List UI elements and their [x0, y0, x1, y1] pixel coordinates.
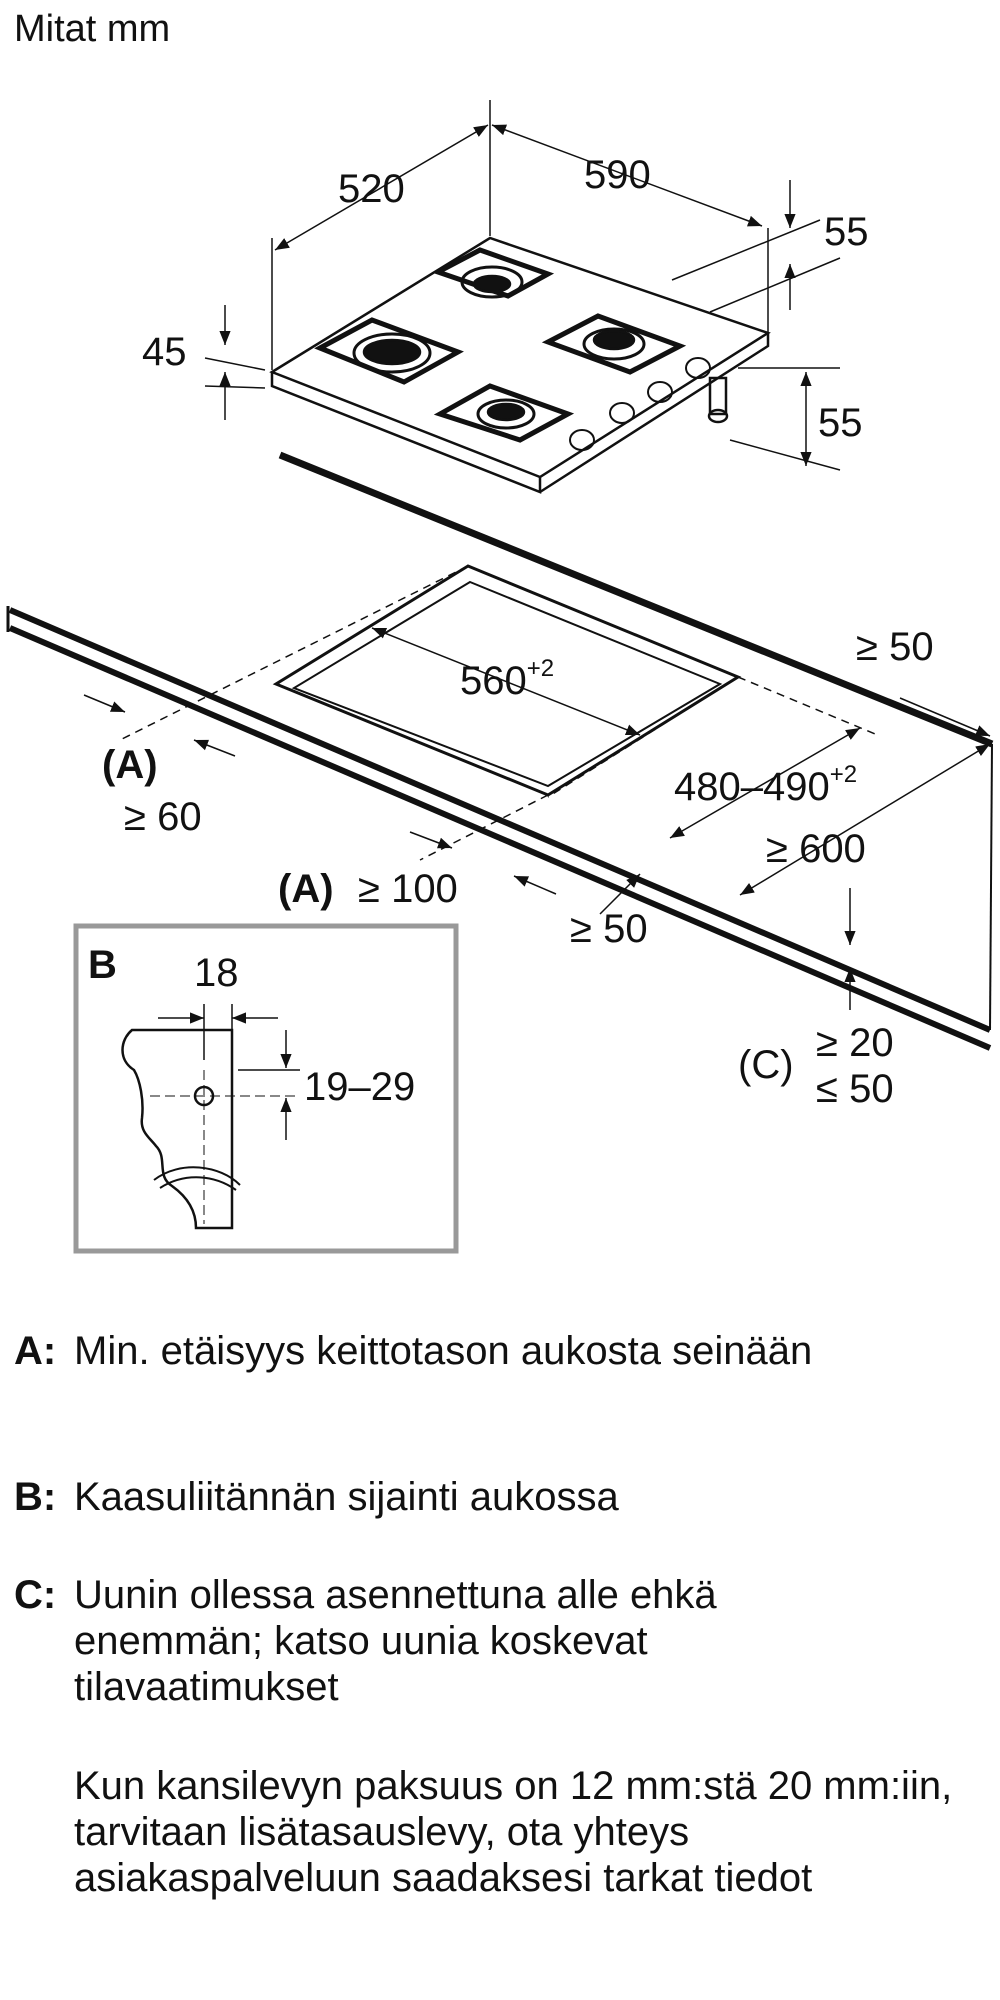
gas-height-label: 55: [818, 401, 863, 445]
legend-item-b: B: Kaasuliitännän sijainti aukossa: [14, 1474, 619, 1520]
detail-b-key: B: [88, 943, 117, 987]
legend-text: Uunin ollessa asennettuna alle ehkä enem…: [74, 1573, 717, 1709]
control-knobs: [569, 357, 711, 451]
installation-note: Kun kansilevyn paksuus on 12 mm:stä 20 m…: [74, 1764, 953, 1900]
detail-b-range: 19–29: [304, 1065, 415, 1109]
rear-clearance-label: ≥ 50: [856, 625, 934, 669]
installation-diagram: 520 590 55 45 55 560+2 ≥ 50 480–490+2 ≥ …: [6, 100, 994, 1254]
legend-text: Kaasuliitännän sijainti aukossa: [74, 1475, 619, 1519]
side-a2-value: ≥ 100: [358, 867, 458, 911]
worktop-dimensions: [83, 627, 991, 1010]
hob-height-label: 45: [142, 330, 187, 374]
burner-rear: [431, 247, 555, 299]
legend-key: C:: [14, 1573, 57, 1617]
c-min-label: ≥ 20: [816, 1021, 894, 1065]
burner-left: [314, 317, 464, 385]
legend-key: B:: [14, 1475, 57, 1519]
worktop-drawing: [6, 451, 994, 1051]
legend-item-a: A: Min. etäisyys keittotason aukosta sei…: [14, 1328, 834, 1374]
page-title: Mitat mm: [14, 8, 171, 50]
side-a-key: (A): [102, 743, 158, 787]
legend-key: A:: [14, 1329, 57, 1373]
side-a2-key: (A): [278, 867, 334, 911]
detail-b-box: [73, 923, 459, 1254]
hob-drawing: [269, 236, 771, 494]
c-key: (C): [738, 1043, 794, 1087]
burner-front: [433, 383, 575, 443]
cutout-width-label: 560+2: [460, 655, 554, 703]
hob-depth-label: 520: [338, 167, 405, 211]
front-clearance-label: ≥ 50: [570, 907, 648, 951]
hob-dimensions: [204, 100, 841, 471]
gas-connector: [707, 376, 729, 424]
cutout-depth-label: 480–490+2: [674, 761, 857, 809]
legend-item-c: C: Uunin ollessa asennettuna alle ehkä e…: [14, 1572, 874, 1710]
legend-text: Min. etäisyys keittotason aukosta seinää…: [74, 1329, 813, 1373]
knob-height-label: 55: [824, 210, 869, 254]
detail-b-width: 18: [194, 951, 239, 995]
worktop-depth-label: ≥ 600: [766, 827, 866, 871]
side-a-value: ≥ 60: [124, 795, 202, 839]
burner-right: [541, 313, 687, 375]
hob-width-label: 590: [584, 153, 651, 197]
c-max-label: ≤ 50: [816, 1067, 894, 1111]
